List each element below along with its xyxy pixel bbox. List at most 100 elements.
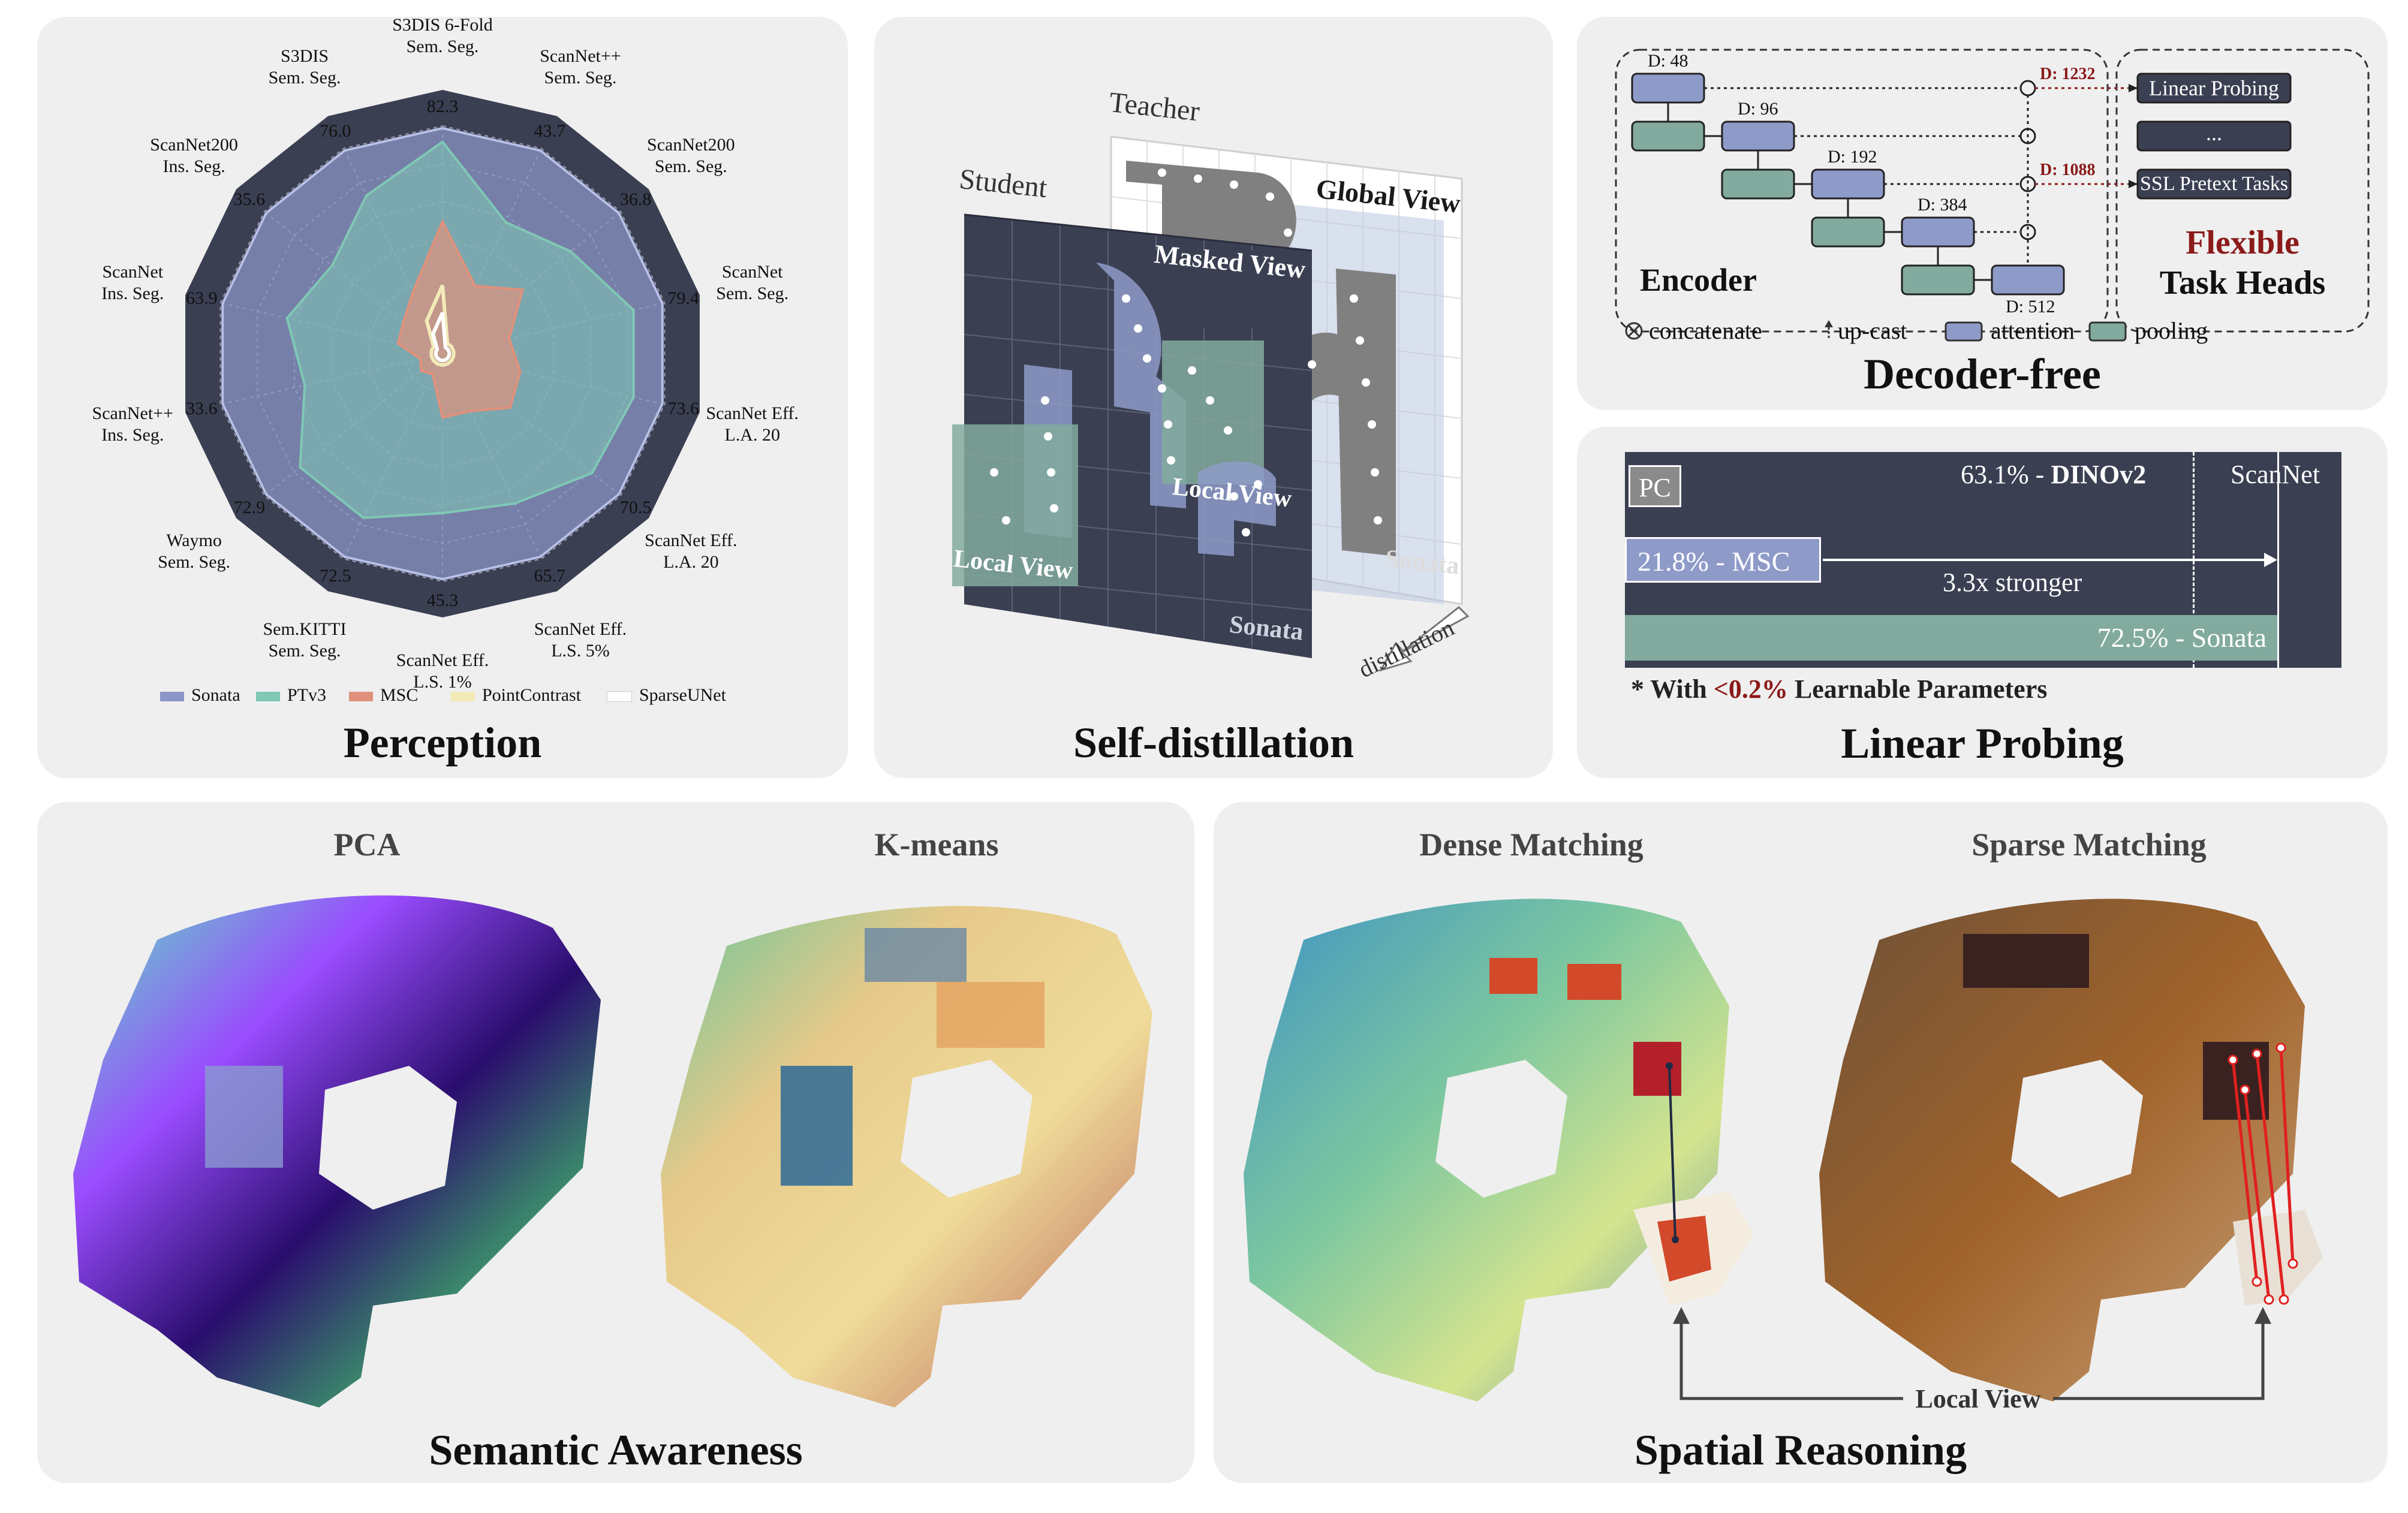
radar-legend: Sonata PTv3 MSC PointContrast SparseUNet [160,685,760,715]
radar-axis-value: 73.6 [667,398,699,418]
legend-swatch [256,692,280,702]
radar-axis-label: ScanNet Eff.L.S. 5% [534,619,627,661]
dim-1088: D: 1088 [2040,161,2096,179]
decoder-free-diagram [1615,49,2370,342]
legend-swatch [607,691,632,703]
radar-axis-value: 35.6 [233,189,266,210]
decoder-free-title: Decoder-free [1864,350,2101,398]
distillation-arrow [1378,605,1470,672]
radar-axis-label: ScanNet Eff.L.A. 20 [645,531,738,572]
linear-probing-panel: PC 63.1% - DINOv2 ScanNet 21.8% - MSC 3.… [1577,427,2388,778]
radar-axis-value: 82.3 [426,97,459,116]
legend-swatch [451,692,475,702]
dinov2-label: 63.1% - DINOv2 [1961,460,2147,489]
kmeans-label: K-means [874,827,999,863]
legend-attention: attention [1991,317,2075,344]
stronger-arrow [1823,559,2266,561]
self-distillation-panel: Teacher Student Global View Masked View … [874,17,1553,778]
legend-sparseunet: SparseUNet [607,685,726,706]
legend-swatch [349,692,373,702]
dim-1232: D: 1232 [2040,65,2096,83]
sonata-end-line [2277,452,2279,668]
legend-pointcontrast: PointContrast [451,685,581,706]
distillation-diagram [952,135,1470,672]
encoder-label: Encoder [1640,262,1757,298]
learnable-note: * With <0.2% Learnable Parameters [1631,674,2048,704]
semantic-awareness-panel: PCA K-means Semantic Awareness [37,802,1194,1483]
legend-msc: MSC [349,685,418,706]
radar-axis-value: 43.7 [534,120,566,141]
self-distillation-title: Self-distillation [1073,719,1354,767]
series-sparseunet [431,312,452,363]
dim-384: D: 384 [1918,195,1967,215]
legend-sonata: Sonata [160,685,240,706]
radar-axis-label: ScanNet++Sem. Seg. [540,46,621,88]
head-ellipsis: ... [2206,121,2222,145]
linear-probing-title: Linear Probing [1841,719,2124,767]
radar-axis-value: 63.9 [186,288,218,309]
series-msc [396,218,525,419]
radar-axis-value: 72.5 [319,566,351,586]
dense-scene [1244,899,1753,1402]
legend-upcast: up-cast [1838,317,1907,344]
dataset-label: ScanNet [2231,460,2320,489]
stronger-label: 3.3x stronger [1943,568,2082,597]
sonata-bar: 72.5% - Sonata [1625,615,2277,661]
legend-swatch [160,692,184,702]
dim-48: D: 48 [1648,51,1688,71]
student-sheet [952,213,1313,658]
sparse-scene [1819,899,2323,1402]
pc-badge: PC [1629,465,1681,507]
legend-pooling: pooling [2135,317,2208,344]
legend-concatenate: concatenate [1649,317,1762,344]
head-ssl-pretext: SSL Pretext Tasks [2140,173,2288,195]
spatial-reasoning-panel: Dense Matching Sparse Matching [1214,802,2388,1483]
matching-renders [1244,899,2323,1402]
radar-axis-label: ScanNet++Ins. Seg. [92,403,174,445]
pca-label: PCA [333,827,401,863]
pca-scene [73,895,601,1407]
radar-axis-value: 33.6 [186,398,218,418]
radar-axis-value: 70.5 [619,497,652,517]
task-heads-label: Task Heads [2159,264,2326,302]
radar-axis-value: 36.8 [619,189,652,210]
dim-192: D: 192 [1828,147,1877,167]
local-view-label: Local View [1915,1384,2041,1413]
dim-512: D: 512 [2006,297,2055,317]
linear-probe-chart: PC 63.1% - DINOv2 ScanNet 21.8% - MSC 3.… [1625,452,2341,668]
radar-axis-value: 76.0 [319,120,351,141]
kmeans-scene [661,906,1152,1407]
radar-axis-label: ScanNet Eff.L.S. 1% [396,650,489,692]
legend-ptv3: PTv3 [256,685,326,706]
perception-title: Perception [343,719,542,767]
radar-axis-value: 65.7 [534,566,566,586]
radar-chart [185,90,700,617]
spatial-reasoning-title: Spatial Reasoning [1634,1426,1967,1474]
decoder-free-panel: D: 48 D: 96 D: 192 D: 384 D: 512 D: 1232… [1577,17,2388,410]
radar-axis-label: ScanNet Eff.L.A. 20 [706,403,799,445]
series-pointcontrast [425,284,456,367]
flexible-label: Flexible [2186,224,2299,261]
radar-axis-value: 79.4 [667,288,699,309]
radar-axis-value: 72.9 [233,497,266,517]
semantic-awareness-title: Semantic Awareness [429,1426,803,1474]
head-linear-probing: Linear Probing [2149,76,2279,100]
local-view-bracket [1672,1307,2272,1400]
sparse-matching-label: Sparse Matching [1971,827,2207,863]
stronger-arrowhead [2264,553,2277,567]
radar-axis-value: 45.3 [426,590,459,610]
dim-96: D: 96 [1738,99,1778,119]
radar-grid-ring [219,125,666,583]
dense-matching-label: Dense Matching [1419,827,1644,863]
msc-bar: 21.8% - MSC [1625,537,1822,583]
scene-renders [73,895,1152,1407]
